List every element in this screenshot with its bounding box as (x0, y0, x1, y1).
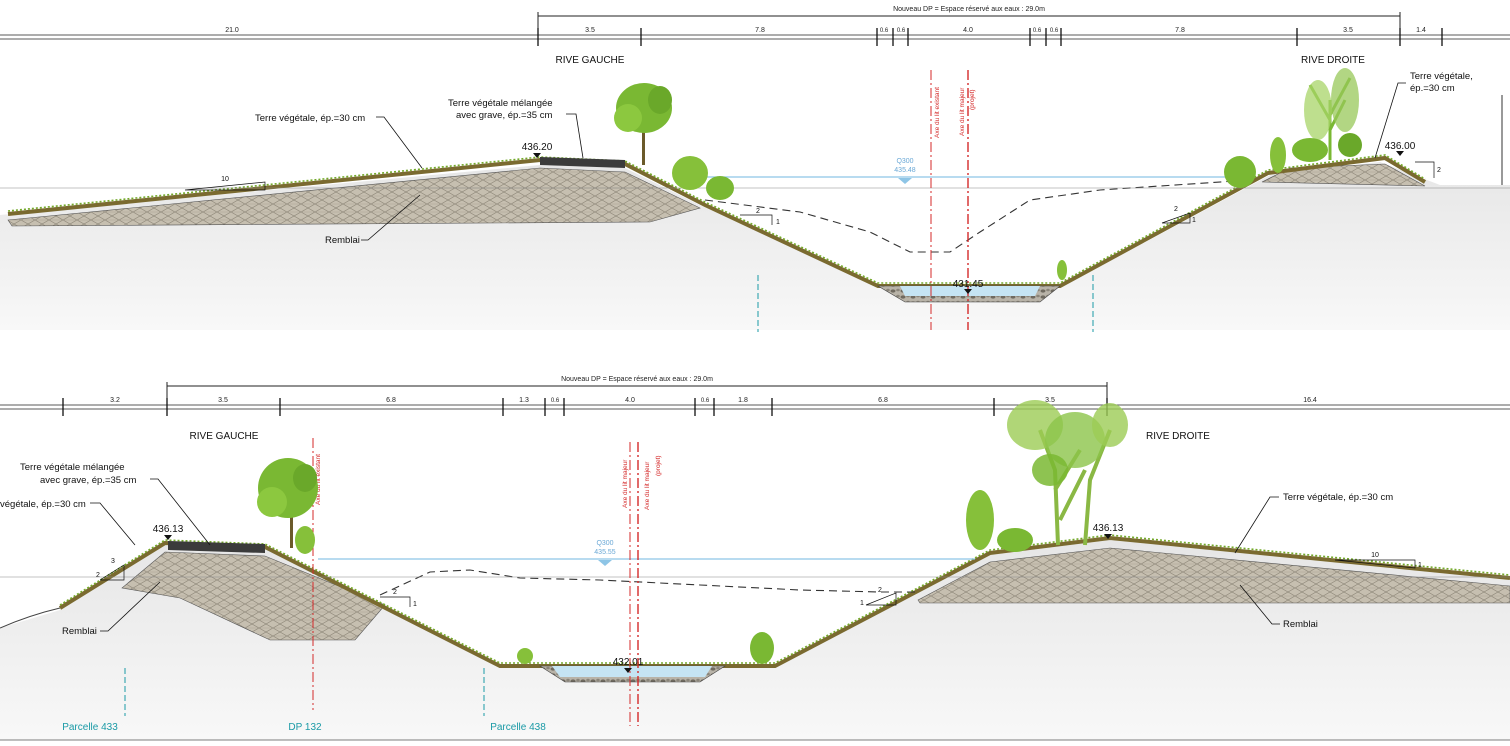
remblai-right-label-bottom: Remblai (1283, 619, 1318, 630)
dim-bottom-3: 6.8 (386, 397, 396, 404)
dim-top-8: 0.6 (1050, 28, 1059, 34)
dim-top-3: 7.8 (755, 27, 765, 34)
dim-top-7: 0.6 (1033, 28, 1042, 34)
elev-right-top: 436.00 (1385, 141, 1416, 152)
slope-10-bottom: 10 (1371, 552, 1379, 559)
slope-10-top: 10 (221, 176, 229, 183)
axis-major-label-bottom-2: (projet) (655, 455, 662, 476)
water-level-marker-icon (898, 178, 912, 184)
dim-top-10: 3.5 (1343, 27, 1353, 34)
tree-icon (1007, 400, 1128, 546)
slope-2-top-far: 2 (1437, 167, 1441, 174)
terre-left-cut-bottom: végétale, ép.=30 cm (0, 499, 86, 510)
dim-bottom-6: 4.0 (625, 397, 635, 404)
rive-droite-bottom: RIVE DROITE (1146, 431, 1210, 442)
tree-icon (614, 83, 672, 165)
elev-left-bottom: 436.13 (153, 524, 184, 535)
dp-title-bottom: Nouveau DP = Espace réservé aux eaux : 2… (561, 376, 713, 383)
rive-droite-top: RIVE DROITE (1301, 55, 1365, 66)
elevation-marker-icon (533, 153, 541, 158)
elev-left-top: 436.20 (522, 142, 553, 153)
bush-icon (672, 137, 1286, 280)
rive-gauche-top: RIVE GAUCHE (556, 55, 625, 66)
dim-bottom-7: 0.6 (701, 398, 710, 404)
terre-right-l2-top: ép.=30 cm (1410, 83, 1455, 94)
slope-3-bottom: 3 (111, 558, 115, 565)
dim-top-9: 7.8 (1175, 27, 1185, 34)
ground-mass-top (0, 162, 1510, 330)
slope-2-bottom-mid: 2 (393, 589, 397, 596)
existing-ground-bottom (379, 569, 918, 596)
parcelle-438-label: Parcelle 438 (490, 722, 546, 733)
topsoil-gravel-strip-top (540, 157, 625, 168)
dim-top-2: 3.5 (585, 27, 595, 34)
remblai-left-bottom (121, 551, 386, 641)
elev-right-bottom: 436.13 (1093, 523, 1124, 534)
terre-right-bottom: Terre végétale, ép.=30 cm (1283, 492, 1393, 503)
existing-ground-top (704, 179, 1251, 253)
terre-melangee-l2-top: avec grave, ép.=35 cm (456, 110, 552, 121)
q300-label-top: Q300 (896, 158, 913, 165)
axis-existing-label-bottom: Axe du lit existant (315, 454, 322, 505)
slope-1-bottom-right: 1 (860, 600, 864, 607)
dim-top-1: 21.0 (225, 27, 239, 34)
water-bottom (552, 666, 712, 677)
dim-top-4: 0.6 (880, 28, 889, 34)
slope-1-top-right: 1 (1192, 217, 1196, 224)
slope-1-bottom-far: 1 (1418, 562, 1422, 569)
axis-major-label-bottom-3: Axe du lit majeur (644, 461, 651, 510)
remblai-right-bottom (917, 547, 1510, 604)
topsoil-gravel-strip-bottom (168, 541, 265, 553)
dim-bottom-10: 3.5 (1045, 397, 1055, 404)
axis-major-label-top-2: (projet) (969, 89, 976, 110)
section-bottom: Nouveau DP = Espace réservé aux eaux : 2… (0, 376, 1510, 741)
terre-left-label-top: Terre végétale, ép.=30 cm (255, 113, 365, 124)
axis-major-label-top-1: Axe du lit majeur (959, 87, 966, 136)
remblai-left-label-bottom: Remblai (62, 626, 97, 637)
terre-melangee-l2-bottom: avec grave, ép.=35 cm (40, 475, 136, 486)
parcelle-433-label: Parcelle 433 (62, 722, 118, 733)
axis-existing-label-top: Axe du lit existant (934, 87, 941, 138)
dim-top-5: 0.6 (897, 28, 906, 34)
slope-2-bottom-right: 2 (878, 587, 882, 594)
tree-icon (257, 458, 318, 554)
q300-value-bottom: 435.55 (594, 549, 616, 556)
q300-label-bottom: Q300 (596, 540, 613, 547)
tree-icon (1292, 68, 1362, 162)
dim-bottom-2: 3.5 (218, 397, 228, 404)
slope-2-top-right: 2 (1174, 206, 1178, 213)
slope-1-bottom-mid: 1 (413, 601, 417, 608)
slope-2-bottom-left: 2 (96, 572, 100, 579)
terre-melangee-l1-bottom: Terre végétale mélangée (20, 462, 125, 473)
terre-right-l1-top: Terre végétale, (1410, 71, 1473, 82)
q300-value-top: 435.48 (894, 167, 916, 174)
dim-bottom-8: 1.8 (738, 397, 748, 404)
axis-major-label-bottom-1: Axe du lit majeur (622, 459, 629, 508)
slope-2-top-left: 2 (756, 208, 760, 215)
dim-bottom-1: 3.2 (110, 397, 120, 404)
dp-title-top: Nouveau DP = Espace réservé aux eaux : 2… (893, 6, 1045, 13)
dp-132-label: DP 132 (288, 722, 322, 733)
dim-bottom-4: 1.3 (519, 397, 529, 404)
remblai-label-top: Remblai (325, 235, 360, 246)
remblai-left-top (7, 167, 701, 227)
elev-bed-top: 431.45 (953, 279, 984, 290)
rive-gauche-bottom: RIVE GAUCHE (190, 431, 259, 442)
dim-bottom-5: 0.6 (551, 398, 560, 404)
dimension-ticks-top (537, 28, 1443, 46)
slope-1-top-left: 1 (776, 219, 780, 226)
dim-top-6: 4.0 (963, 27, 973, 34)
elev-bed-bottom: 432.01 (613, 657, 644, 668)
section-top: Nouveau DP = Espace réservé aux eaux : 2… (0, 6, 1510, 332)
bush-icon (517, 490, 1033, 664)
dim-bottom-11: 16.4 (1303, 397, 1317, 404)
dim-bottom-9: 6.8 (878, 397, 888, 404)
terre-melangee-l1-top: Terre végétale mélangée (448, 98, 553, 109)
dim-top-11: 1.4 (1416, 27, 1426, 34)
